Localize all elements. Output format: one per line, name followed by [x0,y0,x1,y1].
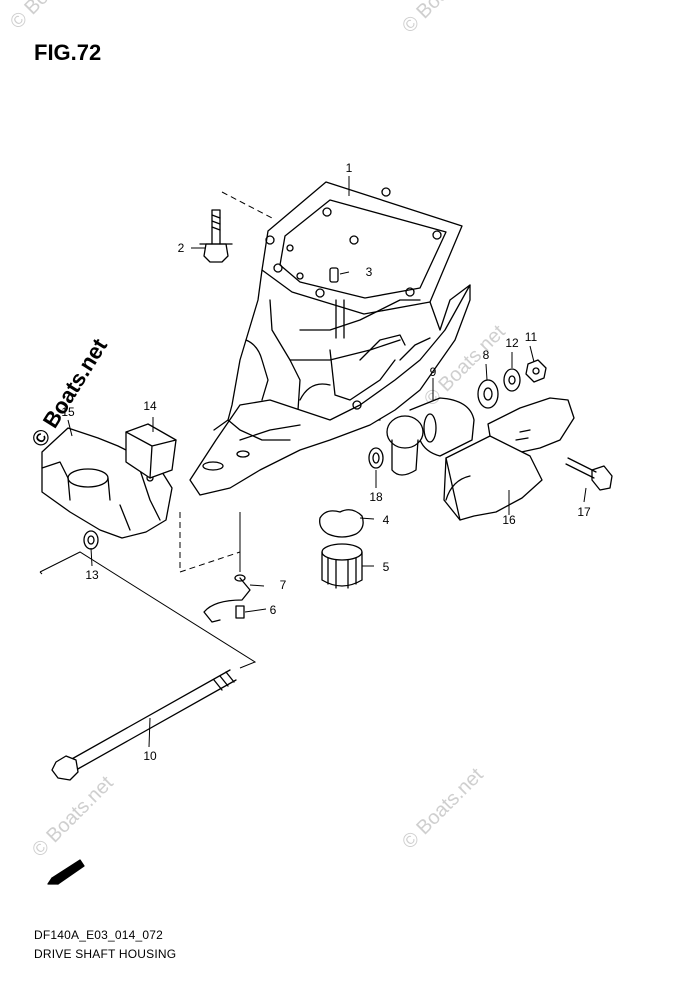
callout-17: 17 [577,505,591,519]
cover-part-16 [443,397,575,521]
washer-part-18 [368,447,384,469]
callout-18: 18 [369,490,383,504]
callout-13: 13 [85,568,99,582]
gasket-part-4 [319,509,364,538]
fwd-arrow-icon [47,859,85,885]
callout-5: 5 [383,560,390,574]
callout-14: 14 [143,399,157,413]
figure-title: FIG.72 [34,40,102,65]
callout-11: 11 [525,330,538,344]
drive-shaft-housing [189,181,471,496]
dowel-pin-part-3 [329,267,339,283]
figure-code: DF140A_E03_014_072 [34,928,164,942]
screw-part-6 [235,605,245,619]
through-bolt-part-10 [51,669,237,781]
bolt-part-17 [565,457,613,491]
callout-12: 12 [505,336,519,350]
callout-16: 16 [502,513,516,527]
figure-caption: DRIVE SHAFT HOUSING [34,947,177,961]
callout-15: 15 [61,405,75,419]
callout-10: 10 [143,749,157,763]
ground-wire-part-7 [203,574,251,623]
callout-4: 4 [383,513,390,527]
callout-8: 8 [483,348,490,362]
bushing-part-5 [321,543,363,589]
washer-part-12 [503,368,521,392]
nut-part-11 [525,359,547,383]
callout-2: 2 [178,241,185,255]
mount-part-9 [386,397,475,476]
washer-part-8 [477,379,499,409]
callout-1: 1 [346,161,353,175]
bolt-part-2 [199,209,233,263]
callout-6: 6 [270,603,277,617]
rubber-pad-part-14 [125,423,177,479]
callout-3: 3 [366,265,373,279]
callout-7: 7 [280,578,287,592]
callout-9: 9 [430,365,437,379]
